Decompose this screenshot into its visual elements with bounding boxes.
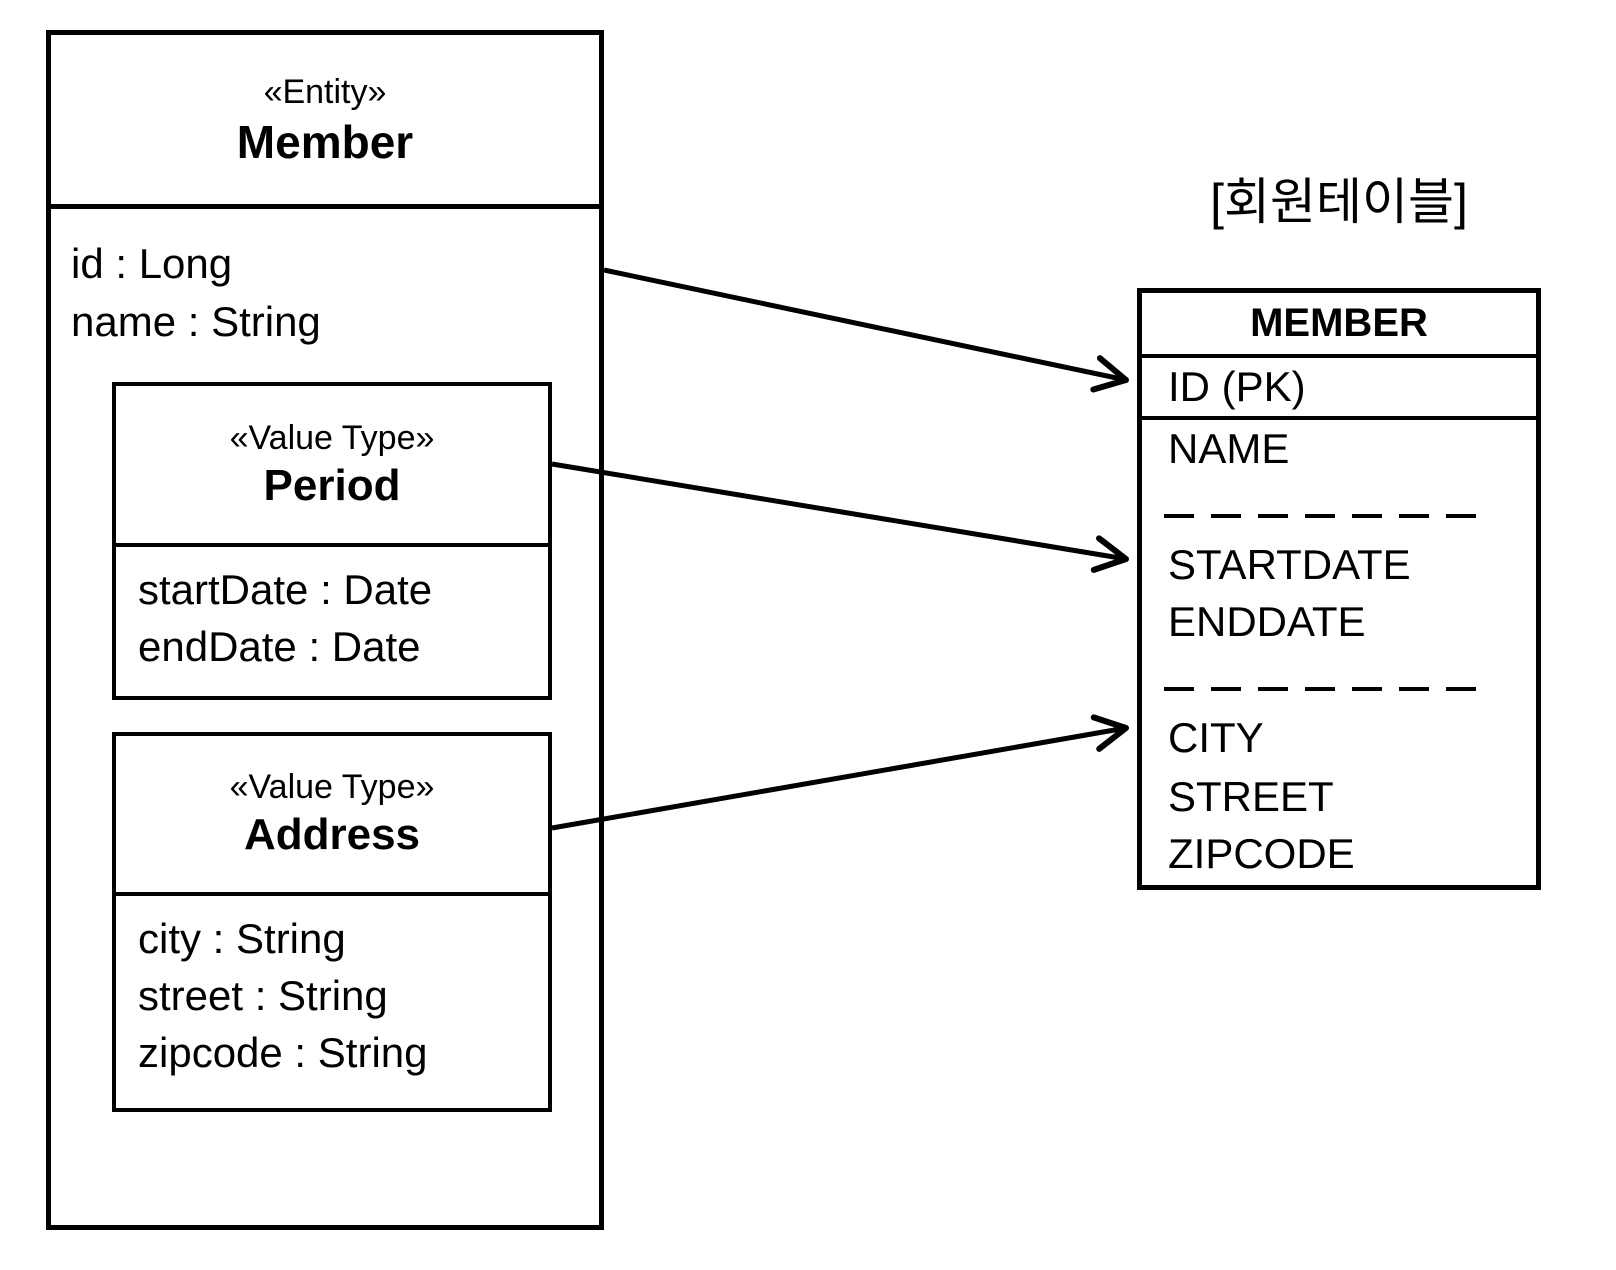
address-attribute-street: street : String [138,972,388,1019]
table-column-enddate: ENDDATE [1168,598,1366,645]
table-column-city: CITY [1168,714,1264,761]
period-attribute-startdate: startDate : Date [138,566,433,613]
address-stereotype: «Value Type» [229,768,435,806]
member-entity-header: «Entity» Member [51,35,599,209]
address-name: Address [243,810,421,859]
period-header: «Value Type» Period [116,386,548,547]
table-name: MEMBER [1142,293,1536,358]
table-caption: [회원테이블] [1210,174,1468,230]
period-attribute-enddate: endDate : Date [138,623,421,670]
address-header: «Value Type» Address [116,736,548,896]
entity-name: Member [236,115,414,168]
member-attributes: id : Long name : String [51,209,599,351]
address-attribute-city: city : String [138,915,346,962]
entity-attribute-id: id : Long [71,240,233,287]
period-value-type-box: «Value Type» Period startDate : Date end… [112,382,552,700]
table-column-zipcode: ZIPCODE [1168,830,1355,877]
table-column-name: NAME [1168,425,1290,472]
arrow-period-to-startdate [551,461,1129,573]
period-stereotype: «Value Type» [229,418,435,457]
address-attributes: city : String street : String zipcode : … [116,896,548,1081]
table-primary-key-row: ID (PK) [1142,358,1536,420]
arrow-address-to-city [551,714,1129,831]
period-name: Period [263,460,401,510]
member-table-box: MEMBER ID (PK) NAME STARTDATE ENDDATE CI… [1137,288,1541,890]
arrow-entity-to-id [603,267,1129,393]
address-value-type-box: «Value Type» Address city : String stree… [112,732,552,1112]
period-attributes: startDate : Date endDate : Date [116,547,548,675]
table-column-startdate: STARTDATE [1168,541,1411,588]
group-divider-dashed [1164,687,1480,691]
table-column-street: STREET [1168,773,1334,820]
address-attribute-zipcode: zipcode : String [138,1029,428,1076]
group-divider-dashed [1164,514,1480,518]
entity-stereotype: «Entity» [263,72,387,111]
entity-attribute-name: name : String [71,298,321,345]
